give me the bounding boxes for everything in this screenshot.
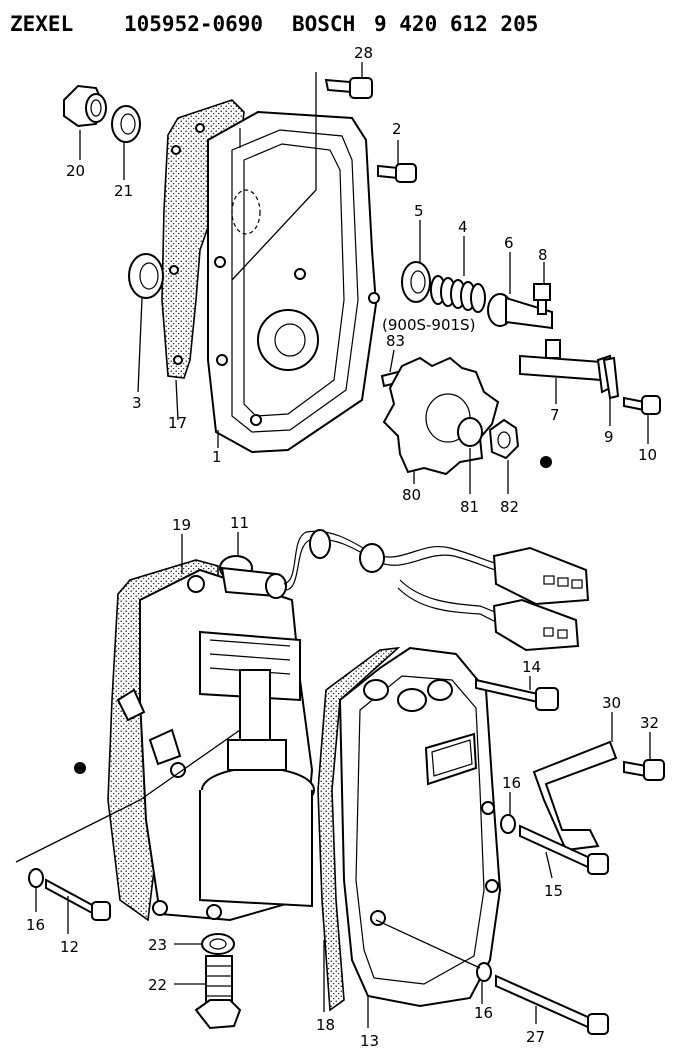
label-5: 5	[414, 202, 424, 220]
label-21: 21	[114, 182, 133, 200]
label-12: 12	[60, 938, 79, 956]
connector-small	[492, 598, 580, 652]
bolt-15	[519, 824, 609, 875]
bracket-30	[532, 740, 618, 852]
screw-28	[324, 77, 373, 99]
piston-6	[487, 293, 553, 330]
label-4: 4	[458, 218, 468, 236]
label-16-left: 16	[26, 916, 45, 934]
diagram-header: ZEXEL 105952-0690 BOSCH 9 420 612 205	[0, 0, 687, 44]
star-wheel-80	[382, 356, 500, 476]
label-82: 82	[500, 498, 519, 516]
fitting-22	[194, 955, 242, 1030]
pin-81	[457, 417, 483, 447]
label-16-bottom: 16	[474, 1004, 493, 1022]
label-22: 22	[148, 976, 167, 994]
bosch-part-number: 9 420 612 205	[374, 12, 539, 36]
reference-dot-upper	[540, 456, 552, 468]
seal-3	[128, 253, 164, 299]
wiring-harness	[283, 529, 513, 625]
washer-16-left	[28, 868, 44, 888]
label-81: 81	[460, 498, 479, 516]
label-32: 32	[640, 714, 659, 732]
bolt-27	[495, 974, 609, 1035]
label-3: 3	[132, 394, 142, 412]
label-83: 83	[386, 332, 405, 350]
model-note: (900S-901S)	[382, 316, 475, 334]
seal-23	[201, 933, 235, 955]
cover-13	[338, 646, 502, 1008]
label-19: 19	[172, 516, 191, 534]
screw-32	[623, 759, 665, 781]
nut-20	[63, 84, 107, 128]
label-18: 18	[316, 1016, 335, 1034]
label-20: 20	[66, 162, 85, 180]
linkage-lever	[116, 688, 182, 766]
maker-label: BOSCH	[292, 12, 356, 36]
clip-9	[602, 356, 620, 400]
label-1: 1	[212, 448, 222, 466]
screw-10	[623, 395, 661, 415]
spring-4	[430, 275, 486, 313]
label-7: 7	[550, 406, 560, 424]
label-16-right: 16	[502, 774, 521, 792]
label-80: 80	[402, 486, 421, 504]
solenoid-11	[219, 555, 287, 599]
housing-upper	[207, 110, 380, 454]
label-13: 13	[360, 1032, 379, 1050]
ring-5	[401, 261, 431, 303]
label-15: 15	[544, 882, 563, 900]
zexel-part-number: 105952-0690	[124, 12, 264, 36]
screw-8	[533, 283, 551, 315]
label-27: 27	[526, 1028, 545, 1046]
label-30: 30	[602, 694, 621, 712]
connector-large	[492, 546, 590, 606]
leader-lines	[15, 62, 651, 1028]
gasket-18	[317, 646, 401, 1012]
reference-dot-lower	[74, 762, 86, 774]
label-8: 8	[538, 246, 548, 264]
label-23: 23	[148, 936, 167, 954]
label-28: 28	[354, 44, 373, 62]
washer-16-right	[500, 814, 516, 834]
bracket-7	[519, 339, 616, 394]
label-10: 10	[638, 446, 657, 464]
label-6: 6	[504, 234, 514, 252]
label-14: 14	[522, 658, 541, 676]
bolt-14	[475, 678, 559, 711]
actuator-housing	[139, 568, 315, 922]
nut-82	[488, 418, 520, 460]
washer-16-bottom	[476, 962, 492, 982]
label-9: 9	[604, 428, 614, 446]
label-17: 17	[168, 414, 187, 432]
washer-21	[111, 105, 141, 143]
label-11: 11	[230, 514, 249, 532]
part-labels: 28 2 20 21 5 4 6 8 (900S-901S) 83 3 17 1…	[26, 44, 659, 1050]
screw-2	[377, 163, 417, 183]
label-2: 2	[392, 120, 402, 138]
bolt-12	[45, 878, 111, 921]
brand-label: ZEXEL	[10, 12, 74, 36]
